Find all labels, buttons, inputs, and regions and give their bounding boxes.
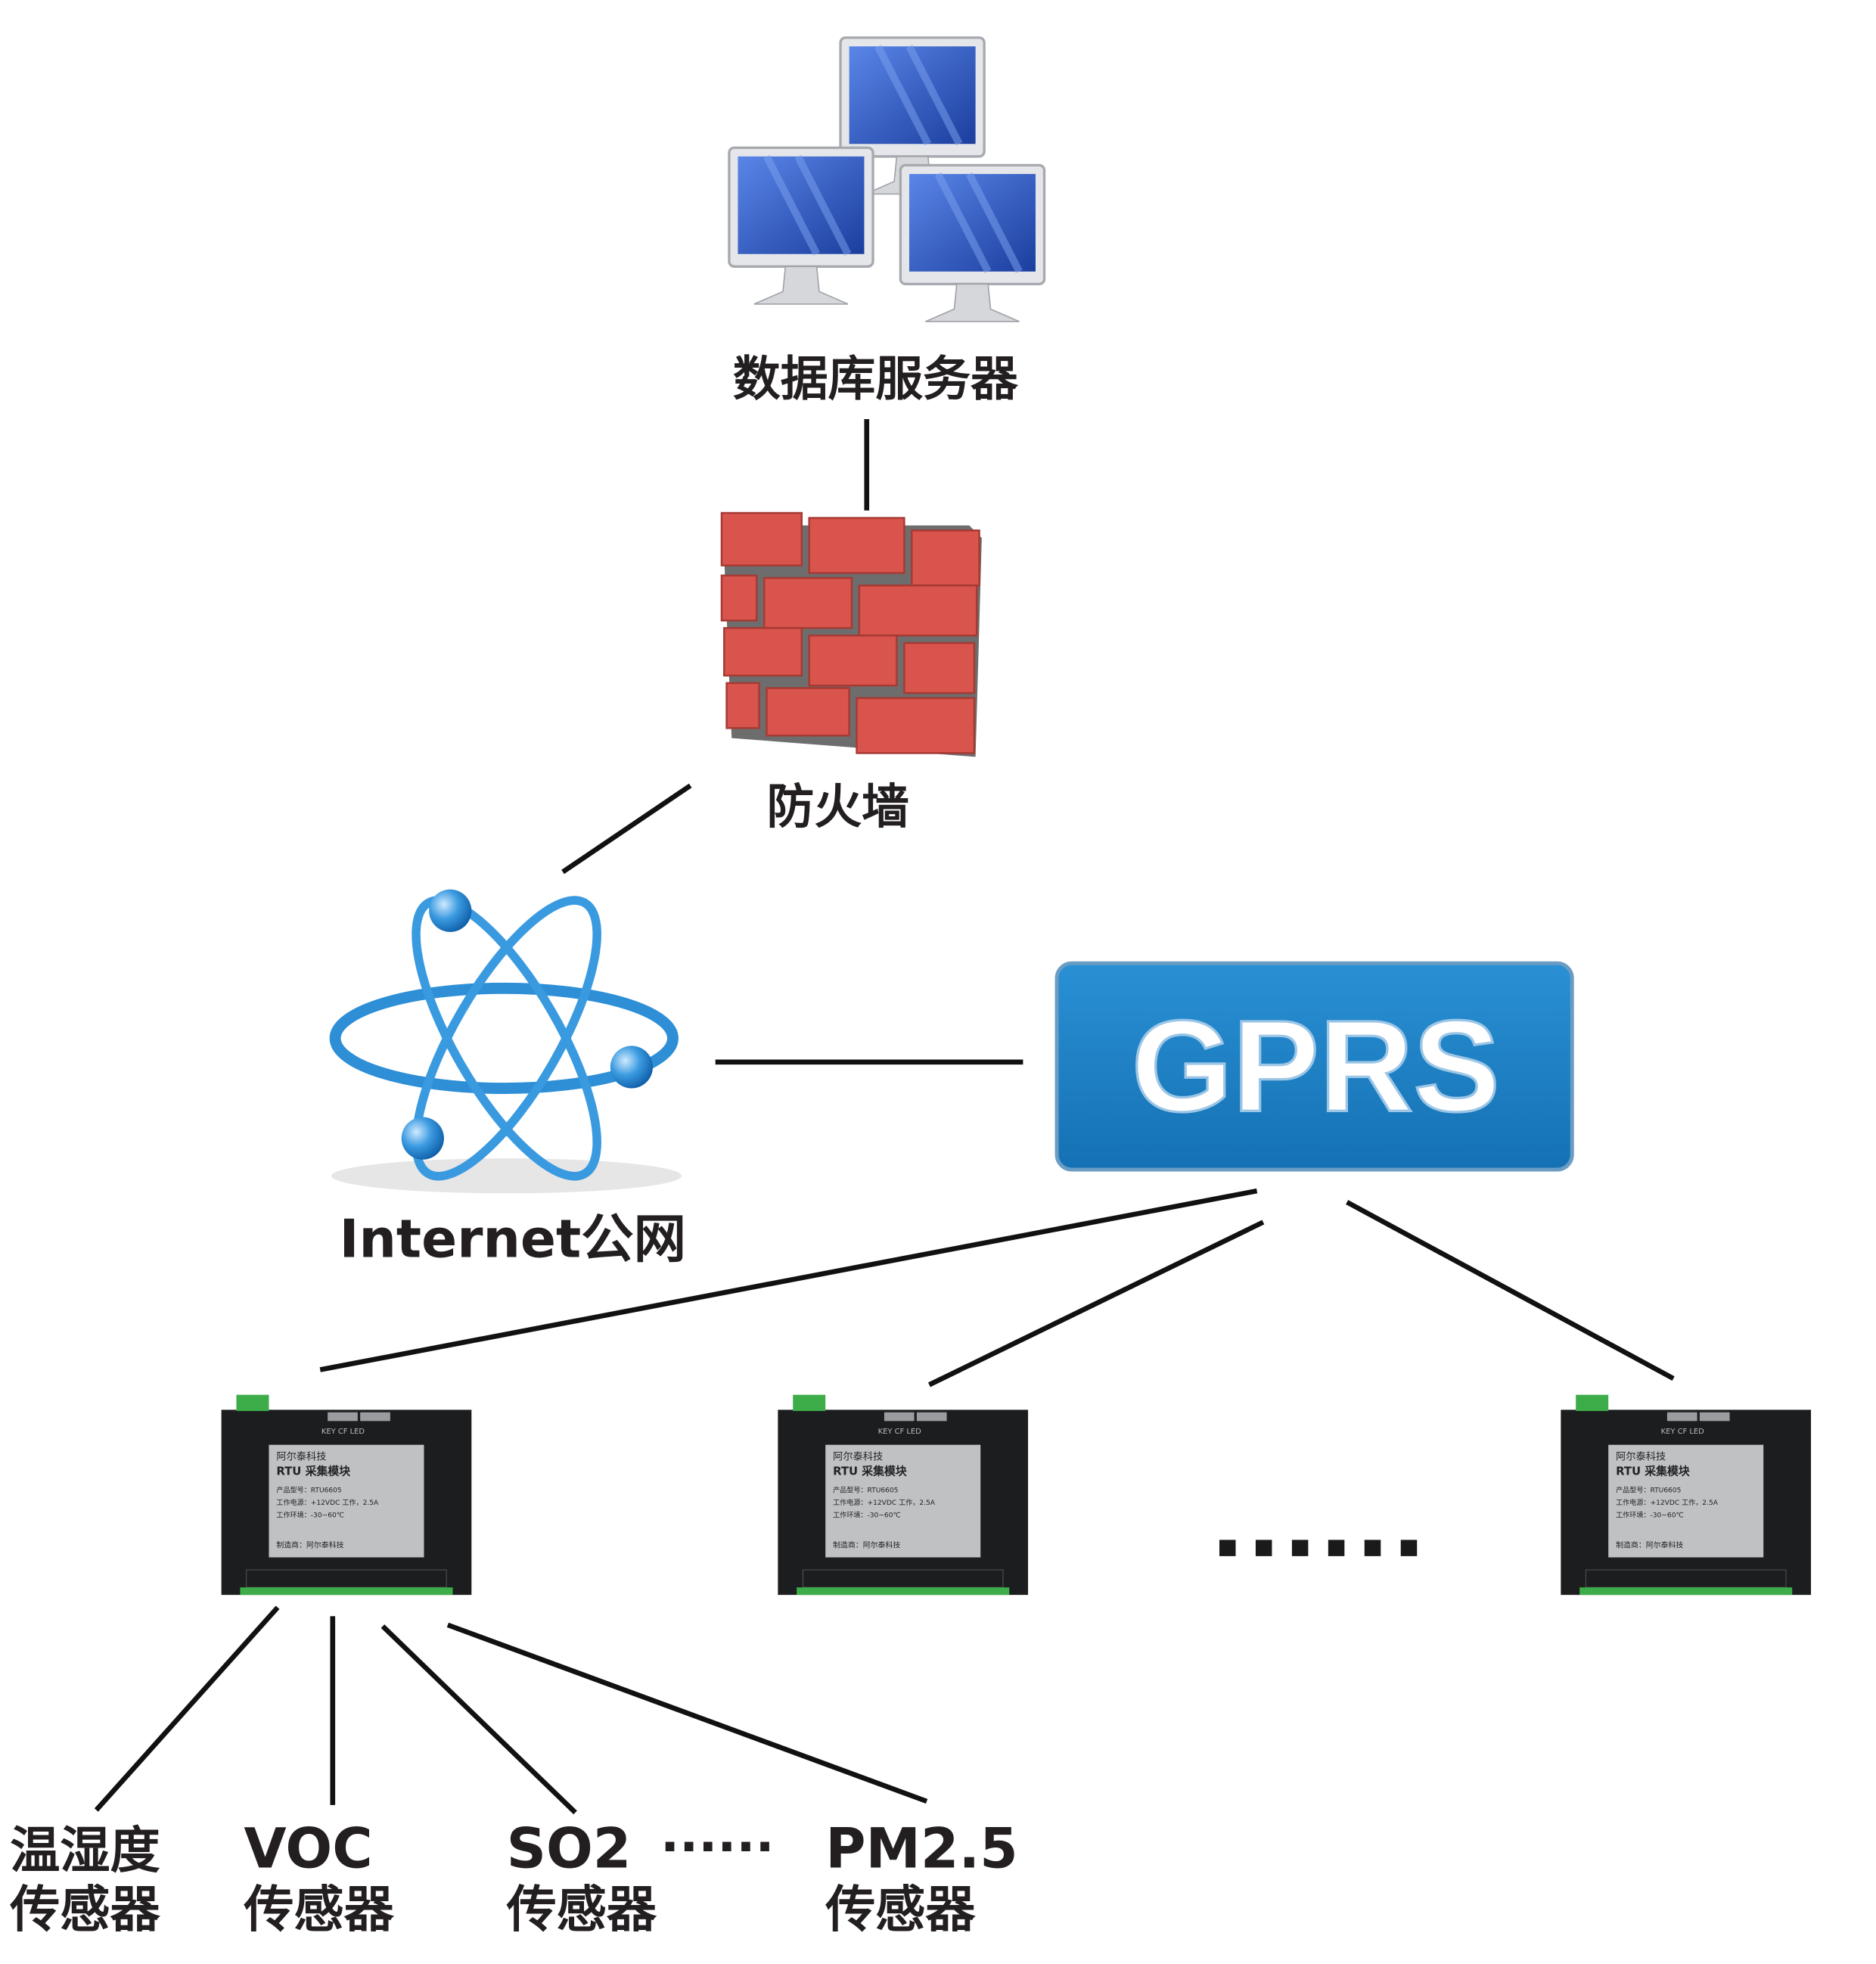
connector-gprs-rtu-2 (927, 1220, 1265, 1388)
device-env: 工作环境：-30~60℃ (833, 1511, 901, 1520)
internet-atom-icon (329, 889, 682, 1194)
connector-rtu-pm25 (446, 1622, 928, 1804)
connector-rtu-so2 (380, 1624, 577, 1815)
sensor-pm25: PM2.5 传感器 (825, 1817, 1018, 1939)
device-model: 产品型号：RTU6605 (1616, 1486, 1681, 1495)
device-panel-label: KEY CF LED (1661, 1428, 1704, 1436)
sensor-ellipsis: ······ (660, 1818, 775, 1876)
device-panel-label: KEY CF LED (321, 1428, 365, 1436)
firewall-icon (720, 511, 982, 757)
device-ellipsis (1219, 1540, 1418, 1556)
sensor-type: 传感器 (506, 1880, 657, 1938)
sensor-type: 传感器 (825, 1880, 976, 1938)
connector-gprs-rtu-1 (319, 1188, 1258, 1372)
rtu-device-n: KEY CF LED 阿尔泰科技 RTU 采集模块 产品型号：RTU6605 工… (1560, 1394, 1812, 1596)
device-power: 工作电源：+12VDC 工作，2.5A (1616, 1498, 1719, 1507)
device-title: RTU 采集模块 (833, 1464, 907, 1478)
device-model: 产品型号：RTU6605 (276, 1486, 341, 1495)
device-panel-label: KEY CF LED (878, 1428, 921, 1436)
sensor-name: 温湿度 (10, 1822, 160, 1880)
gprs-label: GPRS (1132, 993, 1500, 1139)
sensor-name: PM2.5 (825, 1817, 1018, 1882)
firewall-label: 防火墙 (767, 779, 909, 834)
sensor-name: VOC (244, 1817, 372, 1882)
device-title: RTU 采集模块 (1616, 1464, 1690, 1478)
device-brand: 阿尔泰科技 (276, 1451, 326, 1463)
connector-firewall-internet (561, 783, 692, 875)
sensor-so2: SO2 传感器 (506, 1817, 657, 1939)
device-power: 工作电源：+12VDC 工作，2.5A (833, 1498, 936, 1507)
device-env: 工作环境：-30~60℃ (1616, 1511, 1684, 1520)
database-server-icon (729, 38, 1045, 322)
rtu-device-2: KEY CF LED 阿尔泰科技 RTU 采集模块 产品型号：RTU6605 工… (777, 1394, 1029, 1596)
connector-rtu-temp-humidity (94, 1605, 280, 1812)
connector-gprs-rtu-n (1346, 1200, 1675, 1381)
sensor-voc: VOC 传感器 (243, 1817, 394, 1939)
gprs-box: GPRS (1054, 961, 1574, 1172)
sensor-temp-humidity: 温湿度 传感器 (9, 1822, 160, 1939)
sensor-name: SO2 (507, 1817, 632, 1882)
internet-label: Internet公网 (340, 1210, 686, 1270)
device-model: 产品型号：RTU6605 (833, 1486, 898, 1495)
device-brand: 阿尔泰科技 (1616, 1451, 1666, 1463)
device-brand: 阿尔泰科技 (833, 1451, 883, 1463)
device-env: 工作环境：-30~60℃ (276, 1511, 344, 1520)
database-server-label: 数据库服务器 (733, 352, 1019, 407)
device-manufacturer: 制造商：阿尔泰科技 (276, 1540, 343, 1549)
device-title: RTU 采集模块 (276, 1464, 350, 1478)
device-manufacturer: 制造商：阿尔泰科技 (1616, 1540, 1683, 1549)
rtu-device-1: KEY CF LED 阿尔泰科技 RTU 采集模块 产品型号：RTU6605 工… (220, 1394, 473, 1596)
device-manufacturer: 制造商：阿尔泰科技 (833, 1540, 900, 1549)
sensor-type: 传感器 (9, 1880, 160, 1938)
device-power: 工作电源：+12VDC 工作，2.5A (276, 1498, 379, 1507)
sensor-type: 传感器 (243, 1880, 394, 1938)
